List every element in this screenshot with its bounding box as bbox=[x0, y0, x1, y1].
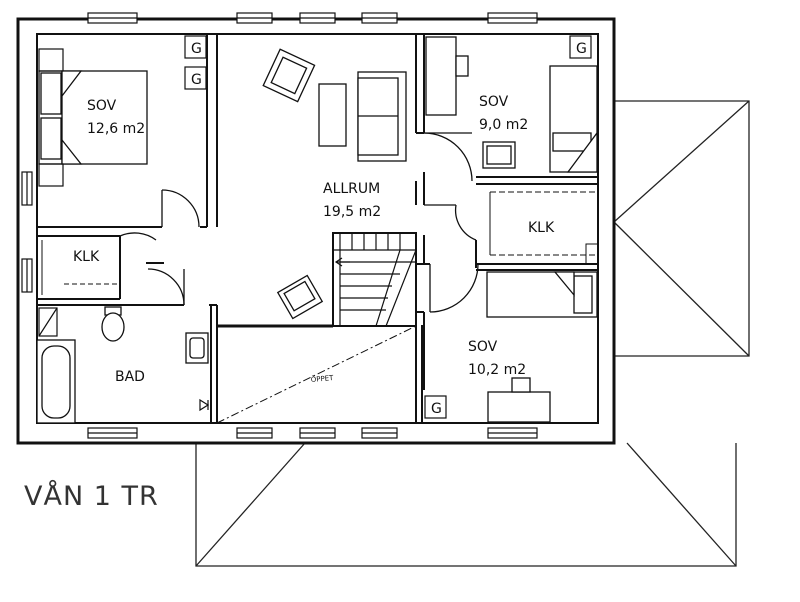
room-label-klk-right: KLK bbox=[528, 220, 555, 236]
floor-drain-icon bbox=[199, 398, 210, 412]
washbasin bbox=[185, 332, 209, 364]
armchair-lower bbox=[276, 274, 324, 320]
g-marker-1: G bbox=[191, 41, 202, 57]
plan-title: VÅN 1 TR bbox=[24, 480, 159, 512]
doors bbox=[119, 132, 479, 313]
bed-lower bbox=[486, 271, 598, 318]
toilet bbox=[101, 306, 125, 342]
room-label-allrum-area: 19,5 m2 bbox=[323, 204, 381, 220]
g-marker-3: G bbox=[576, 41, 587, 57]
room-label-sov1-name: SOV bbox=[87, 98, 117, 114]
room-label-klk-left: KLK bbox=[73, 249, 100, 265]
desk bbox=[425, 36, 469, 116]
shower-cabinet bbox=[38, 307, 58, 337]
room-label-bad: BAD bbox=[115, 369, 145, 385]
armchair bbox=[262, 48, 316, 103]
room-label-sov1-area: 12,6 m2 bbox=[87, 121, 145, 137]
chair bbox=[482, 141, 516, 169]
roof-outline bbox=[195, 100, 750, 567]
nightstands bbox=[38, 48, 64, 187]
single-bed bbox=[549, 65, 598, 173]
double-bed bbox=[38, 70, 148, 165]
room-label-sov3-area: 10,2 m2 bbox=[468, 362, 526, 378]
g-marker-4: G bbox=[431, 401, 442, 417]
left-klk-wardrobe bbox=[41, 240, 118, 295]
sofa bbox=[357, 71, 407, 162]
room-label-sov2-name: SOV bbox=[479, 94, 509, 110]
opening-label: ÖPPET bbox=[310, 373, 334, 384]
wardrobes bbox=[489, 191, 599, 265]
coffee-table bbox=[318, 83, 347, 147]
stair-opening bbox=[216, 324, 417, 424]
g-marker-2: G bbox=[191, 72, 202, 88]
desk-lower bbox=[487, 377, 551, 423]
room-label-allrum-name: ALLRUM bbox=[323, 181, 380, 197]
room-label-sov2-area: 9,0 m2 bbox=[479, 117, 528, 133]
g-marker-boxes bbox=[184, 35, 592, 419]
windows bbox=[21, 12, 538, 439]
bathtub bbox=[36, 339, 76, 424]
room-label-sov3-name: SOV bbox=[468, 339, 498, 355]
staircase bbox=[332, 232, 417, 327]
